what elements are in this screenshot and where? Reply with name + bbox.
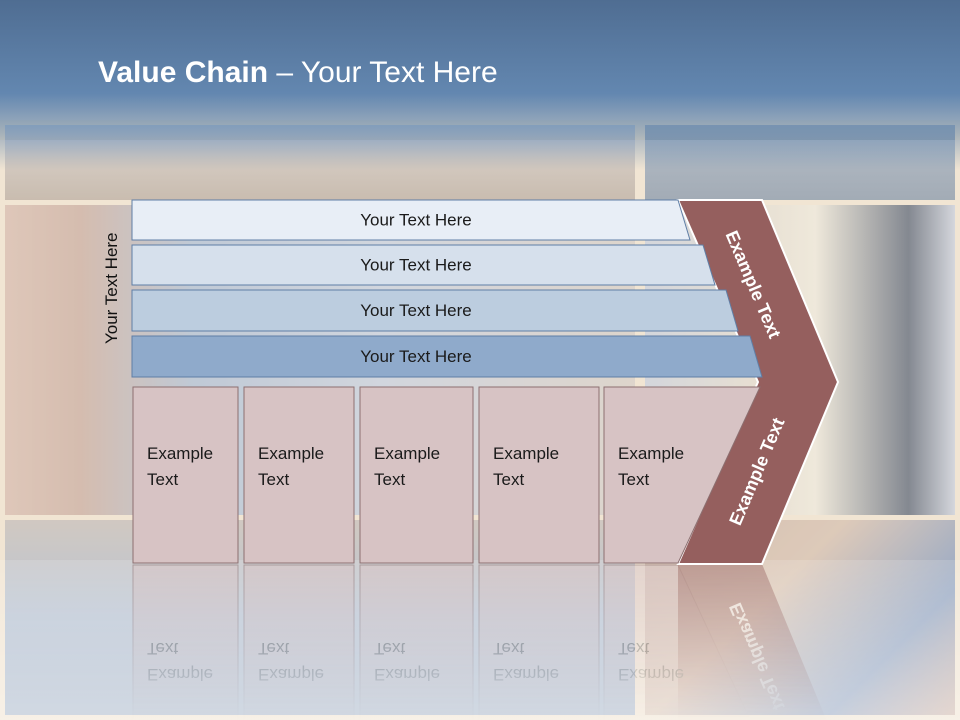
activity-cell-5 <box>603 386 761 564</box>
activity-cell-line1-5: Example <box>618 444 684 463</box>
reflected-text: Text <box>258 639 289 658</box>
reflected-cell <box>478 564 600 720</box>
band-4 <box>131 335 763 378</box>
reflected-text: Example <box>147 665 213 684</box>
band-label-3: Your Text Here <box>360 301 472 320</box>
activity-cell-line2-3: Text <box>374 470 405 489</box>
slide-title: Value Chain – Your Text Here <box>98 56 498 90</box>
band-label-4: Your Text Here <box>360 347 472 366</box>
header-bar <box>0 0 960 170</box>
activity-cell-line2-5: Text <box>618 470 649 489</box>
band-label-1: Your Text Here <box>360 210 472 229</box>
reflected-cell <box>243 564 355 720</box>
activity-cell-2 <box>243 386 355 564</box>
reflected-cell <box>359 564 474 720</box>
band-1 <box>131 199 691 241</box>
reflected-text: Text <box>618 639 649 658</box>
reflected-text: Example <box>374 665 440 684</box>
slide-title-bold: Value Chain <box>98 56 269 89</box>
reflected-text: Text <box>147 639 178 658</box>
reflected-text: Text <box>374 639 405 658</box>
activity-cell-line1-1: Example <box>147 444 213 463</box>
activity-cell-line1-2: Example <box>258 444 324 463</box>
band-label-2: Your Text Here <box>360 255 472 274</box>
activity-cell-line2-1: Text <box>147 470 178 489</box>
reflected-text: Example <box>493 665 559 684</box>
activity-cell-line2-4: Text <box>493 470 524 489</box>
reflected-text: Example <box>618 665 684 684</box>
band-3 <box>131 289 739 332</box>
reflected-text: Example <box>258 665 324 684</box>
slide-title-rest: – Your Text Here <box>268 56 498 89</box>
activity-cell-line1-4: Example <box>493 444 559 463</box>
activity-cell-line1-3: Example <box>374 444 440 463</box>
activity-cell-4 <box>478 386 600 564</box>
reflected-text: Text <box>493 639 524 658</box>
activity-cell-line2-2: Text <box>258 470 289 489</box>
band-2 <box>131 244 716 286</box>
reflected-cell <box>132 564 239 720</box>
activity-cell-3 <box>359 386 474 564</box>
activity-cell-1 <box>132 386 239 564</box>
